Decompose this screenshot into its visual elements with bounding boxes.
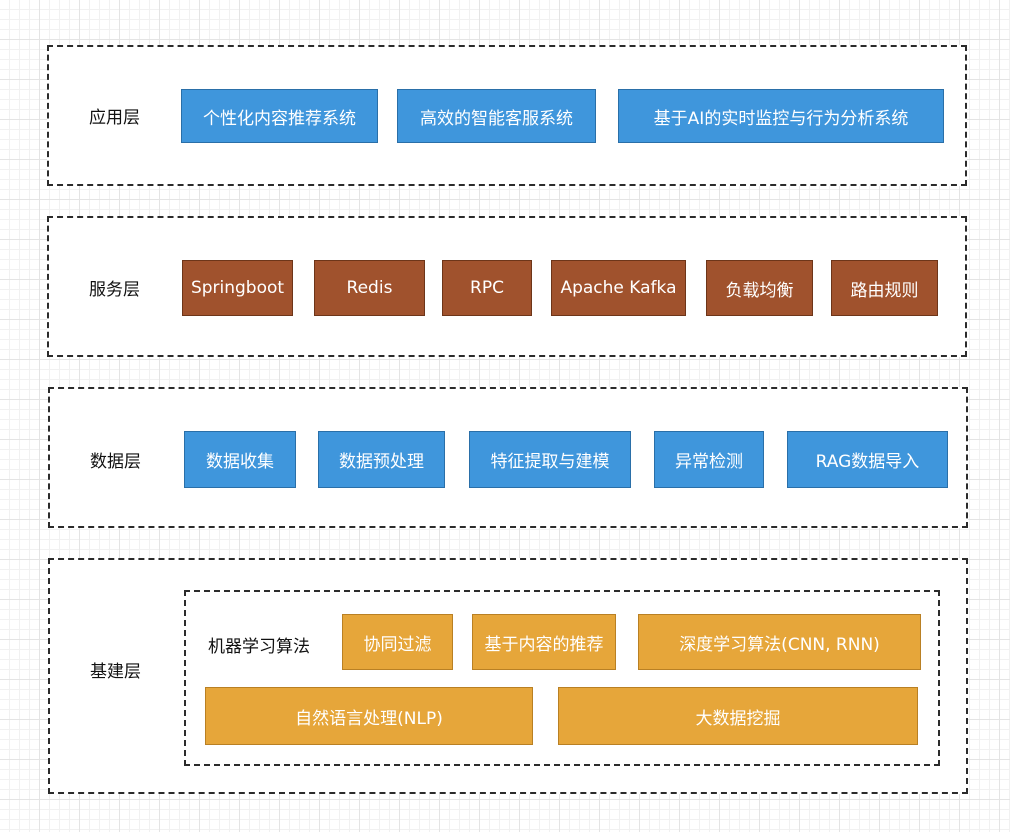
- data-box-collection: 数据收集: [184, 431, 296, 488]
- ml-algorithms-group: 机器学习算法 协同过滤 基于内容的推荐 深度学习算法(CNN, RNN) 自然语…: [184, 590, 940, 766]
- data-box-feature-modeling: 特征提取与建模: [469, 431, 631, 488]
- service-layer-label: 服务层: [89, 280, 140, 300]
- base-box-big-data-mining: 大数据挖掘: [558, 687, 918, 745]
- data-layer: 数据层 数据收集 数据预处理 特征提取与建模 异常检测 RAG数据导入: [48, 387, 968, 528]
- infrastructure-layer: 基建层 机器学习算法 协同过滤 基于内容的推荐 深度学习算法(CNN, RNN)…: [48, 558, 968, 794]
- ml-algorithms-label: 机器学习算法: [208, 637, 310, 657]
- service-box-redis: Redis: [314, 260, 425, 316]
- base-box-nlp: 自然语言处理(NLP): [205, 687, 533, 745]
- data-box-preprocessing: 数据预处理: [318, 431, 445, 488]
- service-layer: 服务层 Springboot Redis RPC Apache Kafka 负载…: [47, 216, 967, 357]
- service-box-load-balancing: 负载均衡: [706, 260, 813, 316]
- base-box-collaborative-filtering: 协同过滤: [342, 614, 453, 670]
- app-box-smart-customer-service: 高效的智能客服系统: [397, 89, 596, 143]
- application-layer-label: 应用层: [89, 108, 140, 128]
- data-box-rag-import: RAG数据导入: [787, 431, 948, 488]
- app-box-personalized-recommendation: 个性化内容推荐系统: [181, 89, 378, 143]
- service-box-routing-rules: 路由规则: [831, 260, 938, 316]
- service-box-springboot: Springboot: [182, 260, 293, 316]
- service-box-rpc: RPC: [442, 260, 532, 316]
- data-layer-label: 数据层: [90, 452, 141, 472]
- base-box-deep-learning: 深度学习算法(CNN, RNN): [638, 614, 921, 670]
- data-box-anomaly-detection: 异常检测: [654, 431, 764, 488]
- service-box-kafka: Apache Kafka: [551, 260, 686, 316]
- application-layer: 应用层 个性化内容推荐系统 高效的智能客服系统 基于AI的实时监控与行为分析系统: [47, 45, 967, 186]
- base-box-content-based-recommendation: 基于内容的推荐: [472, 614, 616, 670]
- app-box-ai-monitoring: 基于AI的实时监控与行为分析系统: [618, 89, 944, 143]
- infrastructure-layer-label: 基建层: [90, 662, 141, 682]
